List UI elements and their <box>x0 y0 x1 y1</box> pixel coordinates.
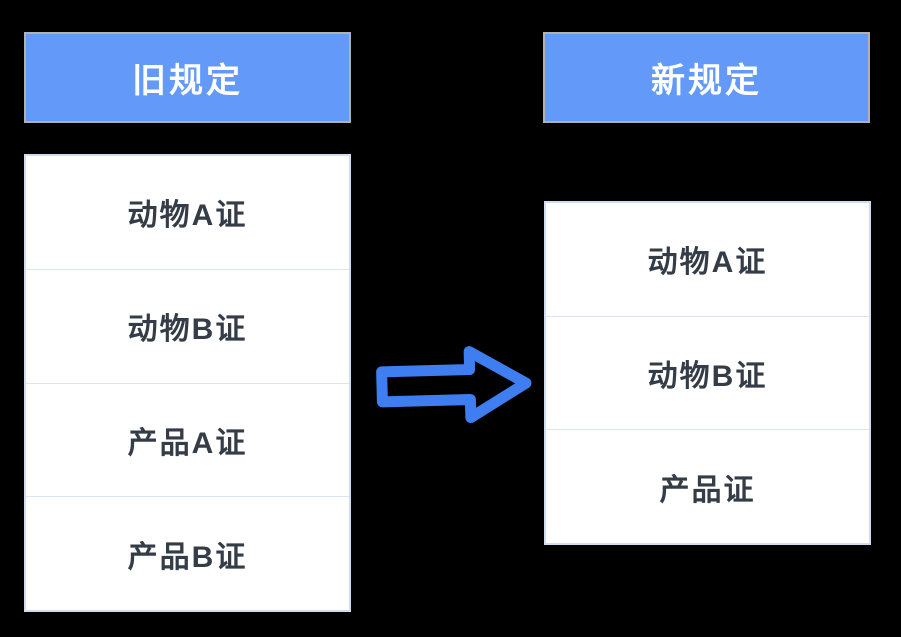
cert-item: 动物B证 <box>26 268 349 383</box>
new-regulation-list: 动物A证动物B证产品证 <box>544 201 871 545</box>
new-regulation-title: 新规定 <box>651 62 762 100</box>
cert-item: 动物A证 <box>647 246 768 280</box>
cert-item: 动物A证 <box>127 199 248 233</box>
old-regulation-list: 动物A证动物B证产品A证产品B证 <box>24 154 351 612</box>
cert-item: 动物B证 <box>546 315 869 430</box>
right-block-arrow-icon <box>369 338 537 432</box>
old-regulation-header: 旧规定 <box>24 32 351 123</box>
cert-item: 产品A证 <box>26 382 349 497</box>
old-regulation-title: 旧规定 <box>132 62 243 100</box>
cert-item: 产品B证 <box>26 496 349 610</box>
new-regulation-header: 新规定 <box>543 32 870 123</box>
cert-item: 产品证 <box>546 429 869 543</box>
